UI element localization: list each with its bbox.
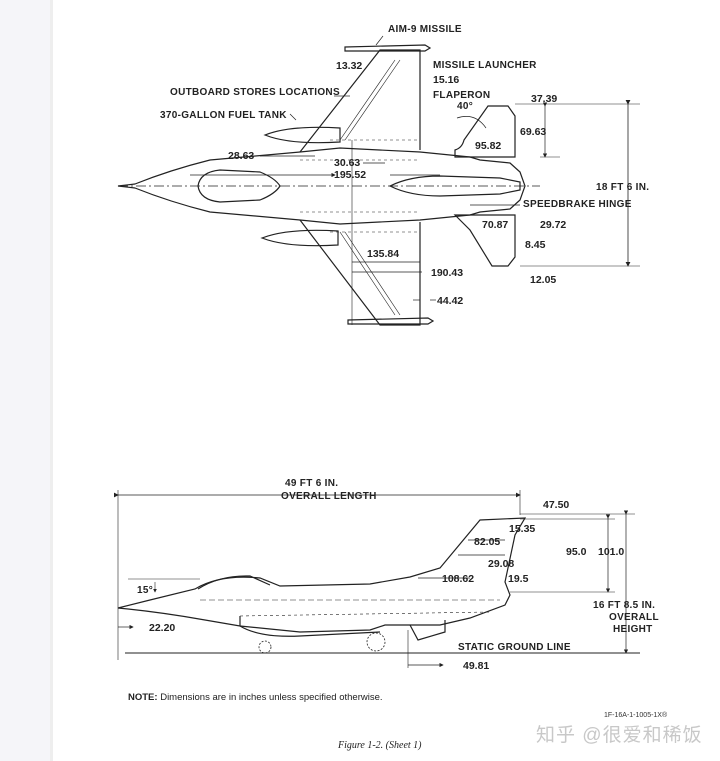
drawing-id: 1F-16A-1-1005-1X® xyxy=(604,712,668,719)
top-fuel-tank-lower xyxy=(260,229,339,247)
label-span: 18 FT 6 IN. xyxy=(596,182,649,193)
side-main-wheel xyxy=(366,632,386,652)
top-fuselage-outline xyxy=(117,147,526,225)
dim-15-35: 15.35 xyxy=(509,523,535,535)
watermark: 知乎 @很爱和稀饭 xyxy=(536,725,703,746)
dim-69-63: 69.63 xyxy=(520,126,546,138)
dim-95-82: 95.82 xyxy=(475,140,501,152)
dim-8-45: 8.45 xyxy=(525,239,546,251)
side-view-labels: 49 FT 6 IN. OVERALL LENGTH 16 FT 8.5 IN.… xyxy=(137,478,659,672)
side-strip-shadow xyxy=(50,0,53,761)
dim-70-87: 70.87 xyxy=(482,219,508,231)
label-fuel-tank: 370-GALLON FUEL TANK xyxy=(160,110,287,121)
label-40-degrees: 40° xyxy=(457,101,473,112)
side-nose-wheel xyxy=(258,640,272,654)
dim-19-5: 19.5 xyxy=(508,573,529,585)
dim-44-42: 44.42 xyxy=(437,295,463,307)
dim-29-72: 29.72 xyxy=(540,219,566,231)
label-outboard-stores: OUTBOARD STORES LOCATIONS xyxy=(170,87,340,98)
label-static-ground-line: STATIC GROUND LINE xyxy=(458,642,571,653)
top-canopy xyxy=(197,169,281,203)
top-fuel-tank-upper xyxy=(263,126,341,144)
note-text: Dimensions are in inches unless specifie… xyxy=(157,692,383,703)
dim-37-39: 37.39 xyxy=(531,93,557,105)
top-view-labels: AIM-9 MISSILE MISSILE LAUNCHER OUTBOARD … xyxy=(160,24,649,307)
dim-12-05: 12.05 xyxy=(530,274,556,286)
label-aim9-missile: AIM-9 MISSILE xyxy=(388,24,462,35)
side-view xyxy=(114,490,640,668)
figure-caption: Figure 1-2. (Sheet 1) xyxy=(338,740,422,751)
dim-195-52: 195.52 xyxy=(334,169,366,181)
label-overall-length: OVERALL LENGTH xyxy=(281,491,377,502)
top-hstab-upper xyxy=(454,105,516,158)
side-intake xyxy=(239,616,381,637)
label-overall-height-line1: OVERALL xyxy=(609,612,659,623)
dim-101-0: 101.0 xyxy=(598,546,624,558)
dim-29-08: 29.08 xyxy=(488,558,514,570)
note-label: NOTE: xyxy=(128,692,158,703)
dim-13-32: 13.32 xyxy=(336,60,362,72)
dim-15-16: 15.16 xyxy=(433,74,459,86)
dim-30-63: 30.63 xyxy=(334,157,360,169)
side-ventral-fin xyxy=(409,620,446,641)
top-wing-upper xyxy=(299,49,421,153)
dim-190-43: 190.43 xyxy=(431,267,463,279)
top-hstab-lower xyxy=(453,214,516,267)
label-overall-height-ft: 16 FT 8.5 IN. xyxy=(593,600,655,611)
side-canopy xyxy=(197,575,271,590)
label-overall-height-line2: HEIGHT xyxy=(613,624,653,635)
top-aim9-missile-lower xyxy=(347,317,435,325)
dimensions-note: NOTE: Dimensions are in inches unless sp… xyxy=(128,692,383,703)
dim-22-20: 22.20 xyxy=(149,622,175,634)
label-flaperon: FLAPERON xyxy=(433,90,490,101)
dim-82-05: 82.05 xyxy=(474,536,500,548)
dim-49-81: 49.81 xyxy=(463,660,489,672)
dim-47-50: 47.50 xyxy=(543,499,569,511)
top-view xyxy=(117,35,640,326)
label-missile-launcher: MISSILE LAUNCHER xyxy=(433,60,537,71)
top-wing-lower xyxy=(299,219,421,326)
side-strip xyxy=(0,0,50,761)
dim-28-63: 28.63 xyxy=(228,150,254,162)
label-15-degrees: 15° xyxy=(137,585,153,596)
top-aim9-missile-upper xyxy=(344,44,432,52)
dim-108-62: 108.62 xyxy=(442,573,474,585)
dim-135-84: 135.84 xyxy=(367,248,399,260)
dim-95-0: 95.0 xyxy=(566,546,587,558)
top-engine-nozzle xyxy=(388,175,521,197)
label-speedbrake-hinge: SPEEDBRAKE HINGE xyxy=(523,199,632,210)
label-overall-length-ft: 49 FT 6 IN. xyxy=(285,478,338,489)
